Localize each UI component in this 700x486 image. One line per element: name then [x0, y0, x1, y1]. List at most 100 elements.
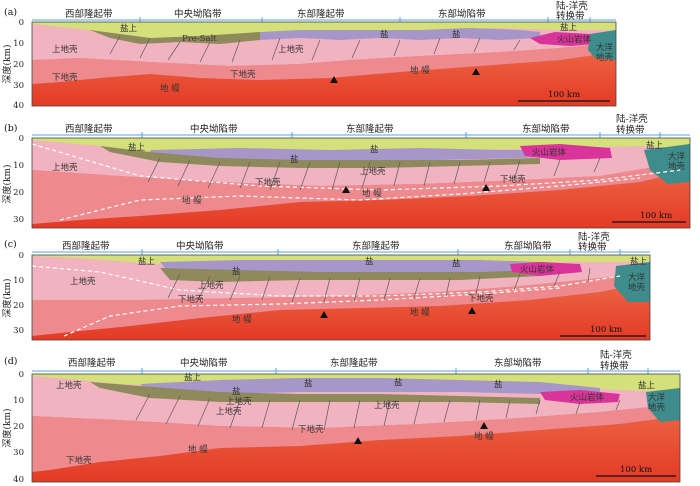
svg-text:100 km: 100 km — [620, 465, 652, 475]
oceanic-crust — [588, 30, 616, 60]
panel-d: (d) 西部隆起带 中央坳陷带 东部隆起带 东部坳陷带 陆-洋壳 转换带 — [1, 349, 681, 485]
geo-label: 盐 — [365, 256, 374, 267]
presalt-layer — [90, 382, 540, 404]
geo-label: 盐上 — [638, 380, 656, 391]
zone-label: 西部隆起带 — [65, 123, 113, 135]
volcanic-body — [540, 390, 620, 404]
geo-label: 盐 — [232, 266, 241, 277]
geo-label: 上地壳 — [56, 380, 82, 391]
geo-label: 地壳 — [668, 161, 686, 172]
zone-label: 陆-洋壳 — [616, 113, 648, 125]
geo-label: 下地壳 — [230, 69, 256, 80]
y-axis-label: 深度(km) — [1, 164, 13, 203]
geo-label: 盐上 — [138, 256, 156, 267]
geo-label: 地 幔 — [410, 65, 430, 76]
geo-label: 地 幔 — [410, 307, 430, 318]
boundary-line — [63, 287, 561, 337]
triangle-marker — [480, 422, 488, 429]
scale-bar: 100 km — [560, 325, 646, 337]
zone-label: 东部隆起带 — [346, 123, 394, 135]
svg-text:30: 30 — [13, 448, 24, 458]
zone-label: 中央坳陷带 — [190, 123, 238, 135]
svg-text:0: 0 — [19, 134, 24, 144]
svg-text:100 km: 100 km — [640, 211, 672, 221]
panel-a: (a) 西部隆起带 中央坳陷带 东部隆起带 东部坳陷带 陆-洋壳 转换带 盐上 — [1, 0, 617, 111]
geo-label: 上地壳 — [52, 162, 78, 173]
salt-layer — [260, 28, 540, 40]
svg-text:0: 0 — [19, 251, 24, 261]
svg-text:10: 10 — [13, 161, 24, 171]
salt-layer — [140, 378, 600, 396]
zone-label: 转换带 — [556, 10, 585, 22]
volcanic-body — [510, 262, 582, 276]
zone-label: 东部隆起带 — [352, 240, 400, 252]
geo-label: 盐 — [452, 258, 461, 269]
oceanic-crust — [614, 262, 650, 302]
zone-label: 东部隆起带 — [297, 8, 345, 20]
presalt-layer — [160, 268, 540, 282]
zone-label: 陆-洋壳 — [600, 349, 632, 361]
y-axis-label: 深度(km) — [1, 278, 13, 317]
zone-label: 陆-洋壳 — [556, 0, 588, 12]
zone-label: 中央坳陷带 — [180, 357, 228, 369]
panel-label: (b) — [4, 123, 18, 134]
svg-text:0: 0 — [19, 370, 24, 380]
svg-text:0: 0 — [19, 18, 24, 28]
triangle-marker — [468, 307, 476, 314]
geo-label: 地 幔 — [232, 314, 252, 325]
zone-label: 西部隆起带 — [68, 357, 116, 369]
geo-label: 盐上 — [128, 142, 146, 153]
zone-label: 东部隆起带 — [330, 357, 378, 369]
geo-label: 上地壳 — [278, 44, 304, 55]
geo-label: 火山岩体 — [570, 392, 605, 403]
y-axis-label: 深度(km) — [1, 44, 13, 83]
geo-label: 下地壳 — [298, 424, 324, 435]
geo-label: 盐 — [232, 386, 241, 397]
lower-crust — [32, 404, 680, 472]
geo-label: 上地壳 — [216, 406, 242, 417]
geo-label: 地 幔 — [362, 188, 382, 199]
geo-label: 大洋 — [596, 42, 614, 53]
panel-label: (d) — [4, 356, 18, 367]
geo-label: 上地壳 — [52, 44, 78, 55]
geo-label: 地壳 — [648, 402, 666, 413]
svg-text:30: 30 — [13, 215, 24, 225]
geo-label: 火山岩体 — [532, 147, 567, 158]
geo-label: 上地壳 — [198, 280, 224, 291]
geo-label: 盐 — [494, 379, 503, 390]
panel-b: (b) 西部隆起带 中央坳陷带 东部隆起带 东部坳陷带 陆-洋壳 转换带 — [1, 113, 691, 229]
geo-label: 盐上 — [560, 22, 578, 33]
panel-label: (a) — [4, 7, 17, 18]
geo-label: 地 幔 — [160, 83, 180, 94]
scale-bar: 100 km — [518, 90, 610, 102]
svg-text:40: 40 — [13, 101, 24, 111]
faults — [135, 393, 621, 431]
zone-label: 转换带 — [578, 241, 607, 253]
geo-label: 地 幔 — [474, 431, 494, 442]
geo-label: 盐 — [290, 154, 299, 165]
svg-text:20: 20 — [13, 422, 24, 432]
geo-label: 下地壳 — [500, 174, 526, 185]
geo-label: 盐 — [370, 144, 379, 155]
geo-label: 大洋 — [648, 392, 666, 403]
geo-label: 盐上 — [630, 256, 648, 267]
geo-label: 盐上 — [184, 372, 202, 383]
volcanic-body — [520, 144, 612, 160]
boundary-line — [59, 177, 641, 221]
svg-text:10: 10 — [13, 39, 24, 49]
geo-label: 下地壳 — [468, 293, 494, 304]
zone-label: 东部坳陷带 — [522, 123, 570, 135]
svg-text:100 km: 100 km — [548, 90, 580, 100]
geo-label: 火山岩体 — [557, 34, 592, 45]
triangle-marker — [482, 184, 490, 191]
geo-label: Pre-Salt — [182, 34, 217, 44]
triangle-marker — [320, 311, 328, 318]
scale-bar: 100 km — [612, 211, 686, 223]
geo-label: 上地壳 — [360, 166, 386, 177]
geo-label: 火山岩体 — [520, 264, 555, 275]
moho-line — [31, 143, 681, 191]
zone-label: 转换带 — [616, 124, 645, 136]
faults — [147, 157, 601, 191]
sediment-layer — [32, 374, 680, 392]
y-axis: 0 10 20 30 深度(km) — [1, 251, 24, 336]
